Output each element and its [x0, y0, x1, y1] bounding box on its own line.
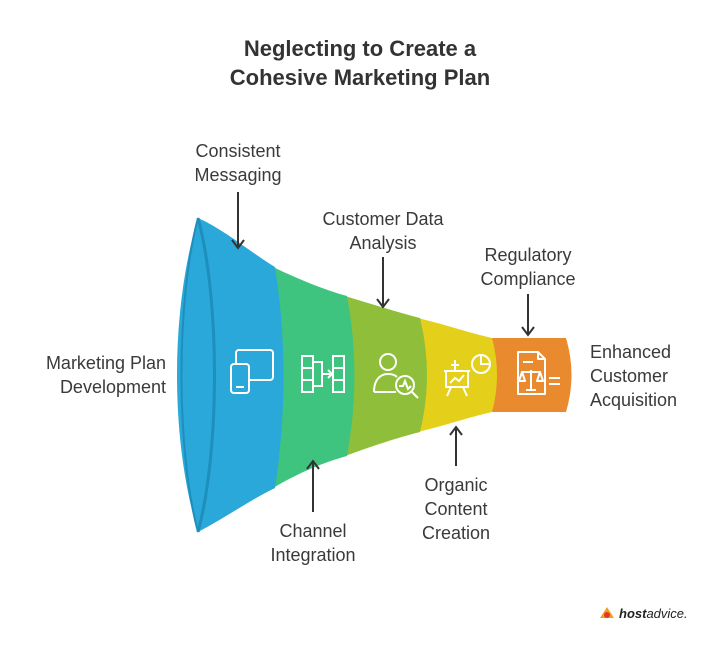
devices-icon: [230, 349, 274, 394]
legal-document-icon: [517, 351, 560, 395]
label-consistent-messaging: Consistent Messaging: [168, 139, 308, 187]
funnel-rim: [196, 217, 216, 533]
label-line: Compliance: [480, 269, 576, 289]
arrow-regulatory-compliance: [521, 294, 535, 337]
label-line: Customer Data: [322, 209, 444, 229]
logo-text: hostadvice.: [619, 606, 688, 621]
label-line: Customer: [590, 366, 669, 386]
stage-4-organic-content-creation: [418, 318, 497, 432]
label-enhanced-customer-acquisition: Enhanced Customer Acquisition: [590, 340, 715, 412]
label-marketing-plan-development: Marketing Plan Development: [20, 351, 166, 399]
logo-text-bold: host: [619, 605, 647, 621]
arrow-channel-integration: [306, 459, 320, 512]
label-line: Development: [59, 377, 166, 397]
integration-icon: [301, 355, 345, 393]
logo-text-rest: advice.: [646, 605, 688, 621]
label-organic-content-creation: Organic Content Creation: [396, 473, 516, 545]
label-line: Integration: [270, 545, 356, 565]
diagram-title: Neglecting to Create a Cohesive Marketin…: [0, 34, 720, 92]
title-line-2: Cohesive Marketing Plan: [229, 65, 491, 90]
label-regulatory-compliance: Regulatory Compliance: [458, 243, 598, 291]
presentation-chart-icon: [444, 354, 491, 397]
label-line: Content: [424, 499, 488, 519]
label-line: Enhanced: [590, 342, 672, 362]
label-line: Messaging: [194, 165, 282, 185]
label-line: Creation: [421, 523, 491, 543]
hostadvice-logo: hostadvice.: [598, 604, 688, 622]
label-line: Acquisition: [590, 390, 678, 410]
label-channel-integration: Channel Integration: [243, 519, 383, 567]
stage-3-customer-data-analysis: [345, 296, 427, 456]
arrow-customer-data-analysis: [376, 257, 390, 309]
arrow-consistent-messaging: [231, 192, 245, 250]
label-line: Regulatory: [484, 245, 572, 265]
label-line: Analysis: [349, 233, 417, 253]
title-line-1: Neglecting to Create a: [243, 36, 477, 61]
arrow-organic-content-creation: [449, 425, 463, 466]
label-customer-data-analysis: Customer Data Analysis: [303, 207, 463, 255]
label-line: Consistent: [195, 141, 281, 161]
label-line: Marketing Plan: [45, 353, 166, 373]
label-line: Channel: [279, 521, 347, 541]
user-analysis-icon: [373, 353, 419, 399]
label-line: Organic: [424, 475, 488, 495]
hostadvice-logo-icon: [600, 607, 614, 618]
